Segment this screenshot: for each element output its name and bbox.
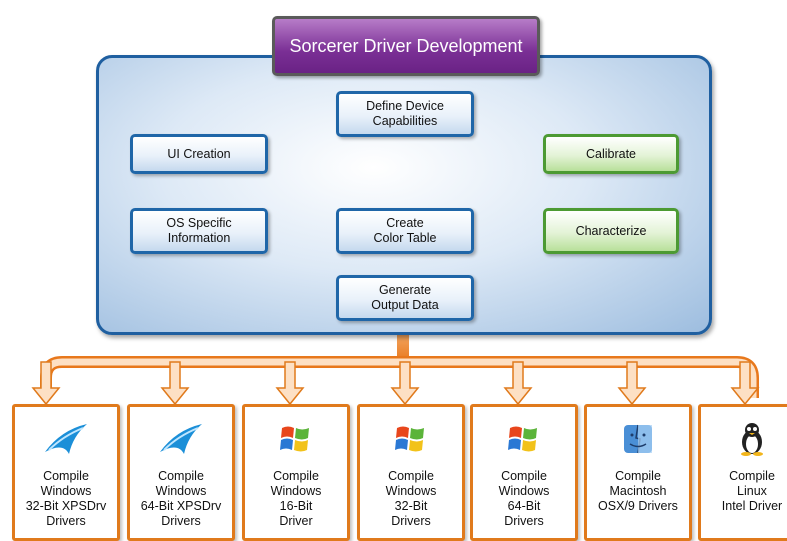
calibrate-node: Calibrate (543, 134, 679, 174)
output-drop-arrows (31, 361, 760, 406)
output-drop-arrow (31, 361, 61, 406)
generate-output-data-node: Generate Output Data (336, 275, 474, 321)
output-target-box: Compile Windows 16-Bit Driver (242, 404, 350, 541)
output-drop-arrow (503, 361, 533, 406)
xps-icon (130, 419, 232, 459)
output-drop-arrow (730, 361, 760, 406)
output-drop-arrow (275, 361, 305, 406)
output-target-box: Compile Windows 64-Bit Drivers (470, 404, 578, 541)
output-target-label: Compile Windows 16-Bit Driver (270, 469, 322, 528)
output-target-label: Compile Windows 32-Bit XPSDrv Drivers (25, 469, 107, 528)
windows-logo-icon (245, 419, 347, 459)
ui-creation-node: UI Creation (130, 134, 268, 174)
output-target-box: Compile Macintosh OSX/9 Drivers (584, 404, 692, 541)
output-target-box: Compile Windows 64-Bit XPSDrv Drivers (127, 404, 235, 541)
os-specific-information-node: OS Specific Information (130, 208, 268, 254)
windows-logo-icon (360, 419, 462, 459)
output-target-label: Compile Macintosh OSX/9 Drivers (598, 469, 678, 513)
windows-logo-icon (473, 419, 575, 459)
output-drop-arrow (160, 361, 190, 406)
output-target-box: Compile Windows 32-Bit Drivers (357, 404, 465, 541)
output-target-label: Compile Linux Intel Driver (721, 469, 783, 513)
create-color-table-node: Create Color Table (336, 208, 474, 254)
output-drop-arrow (390, 361, 420, 406)
output-target-box: Compile Linux Intel Driver (698, 404, 787, 541)
output-target-label: Compile Windows 32-Bit Drivers (385, 469, 437, 528)
mac-finder-icon (587, 419, 689, 459)
output-drop-arrow (617, 361, 647, 406)
xps-icon (15, 419, 117, 459)
linux-tux-icon (701, 419, 787, 459)
output-target-box: Compile Windows 32-Bit XPSDrv Drivers (12, 404, 120, 541)
output-target-label: Compile Windows 64-Bit Drivers (498, 469, 550, 528)
characterize-node: Characterize (543, 208, 679, 254)
output-target-label: Compile Windows 64-Bit XPSDrv Drivers (140, 469, 222, 528)
define-device-capabilities-node: Define Device Capabilities (336, 91, 474, 137)
page-title: Sorcerer Driver Development (272, 16, 540, 76)
